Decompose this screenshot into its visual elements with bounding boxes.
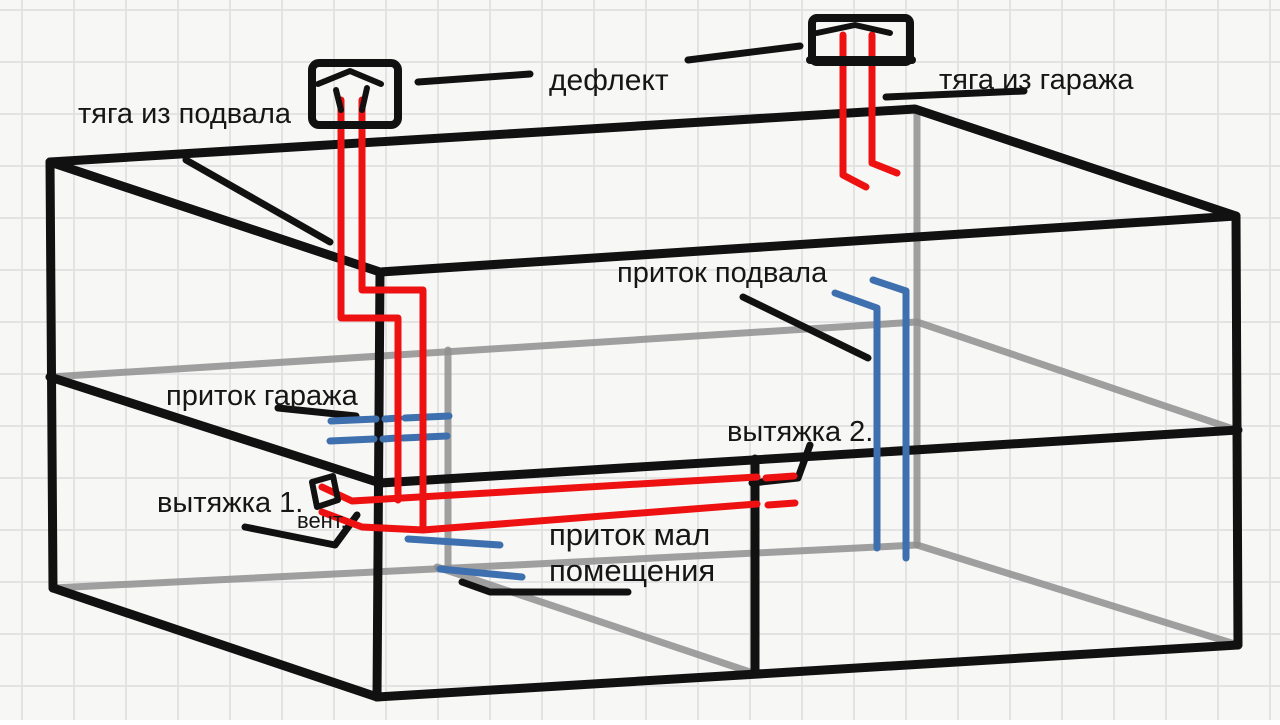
label-exhaust-1: вытяжка 1. xyxy=(157,487,303,519)
label-supply-garage: приток гаража xyxy=(166,380,359,412)
bottom-left-edge xyxy=(48,583,382,702)
garage-stack-pipe-left xyxy=(839,31,870,191)
garage-supply-dash-1a xyxy=(327,415,380,425)
labels-group: тяга из подвала дефлект тяга из гаража прит… xyxy=(78,64,1134,588)
mid-floor-back-left xyxy=(46,318,921,381)
garage-supply-dash-1c xyxy=(401,412,453,422)
bottom-front-edge xyxy=(372,640,1243,702)
label-draft-from-basement: тяга из подвала xyxy=(78,98,292,130)
exhaust-run-lower-dash xyxy=(764,499,799,509)
label-deflector: дефлект xyxy=(549,64,669,97)
label-supply-basement: приток подвала xyxy=(617,257,828,289)
label-exhaust-2: вытяжка 2. xyxy=(727,416,873,448)
floor-back-right xyxy=(913,541,1242,649)
small-room-supply-2 xyxy=(436,565,526,581)
vent-hatch-group xyxy=(309,473,341,510)
deflector-basement-stack-tick-0 xyxy=(333,87,344,113)
exhaust-run-lower xyxy=(318,500,761,534)
deflectors-group xyxy=(308,14,916,129)
pointer-draft-from-basement xyxy=(182,156,334,246)
exhaust-run-upper-dash xyxy=(762,472,798,482)
floor-back-left xyxy=(49,541,921,592)
mid-floor-back-right xyxy=(913,318,1240,434)
deflector-garage-stack xyxy=(806,14,916,66)
divider-floor-edge xyxy=(433,563,757,677)
pointer-draft-from-garage xyxy=(882,87,1028,101)
deflector-basement-stack-box xyxy=(308,59,402,129)
garage-stack-pipe-right xyxy=(868,31,901,177)
garage-supply-dash-2a xyxy=(326,435,378,445)
exhaust-1-vent-hatch xyxy=(309,473,341,510)
label-vent: вент. xyxy=(297,508,347,533)
mid-floor-left-face xyxy=(45,372,385,488)
deflector-basement-stack-tick-1 xyxy=(359,85,370,113)
pointer-supply-garage xyxy=(274,404,360,420)
pointer-supply-small-room xyxy=(458,578,632,596)
pointer-deflector-left xyxy=(414,70,534,86)
label-draft-from-garage: тяга из гаража xyxy=(939,64,1134,96)
building-structure-group xyxy=(45,104,1243,702)
deflector-basement-stack-chevron-icon xyxy=(315,68,384,87)
label-supply-small-room-2: помещения xyxy=(549,553,715,588)
deflector-garage-stack-chevron-icon xyxy=(814,22,893,36)
pointer-supply-basement xyxy=(739,293,872,362)
label-supply-small-room-1: приток мал xyxy=(549,517,710,552)
basement-supply-right xyxy=(869,276,910,562)
deflector-basement-stack xyxy=(308,59,402,129)
exhaust-run-upper xyxy=(318,473,761,505)
basement-exhaust-riser-right xyxy=(358,96,427,532)
pointer-deflector-right xyxy=(684,42,804,64)
basement-exhaust-riser-left xyxy=(337,96,402,504)
exhaust-ducts-group xyxy=(318,31,901,534)
hidden-edges-group xyxy=(46,108,1242,677)
small-room-supply-1 xyxy=(404,535,504,549)
basement-supply-left xyxy=(831,289,881,552)
roof-outline xyxy=(45,104,1241,277)
